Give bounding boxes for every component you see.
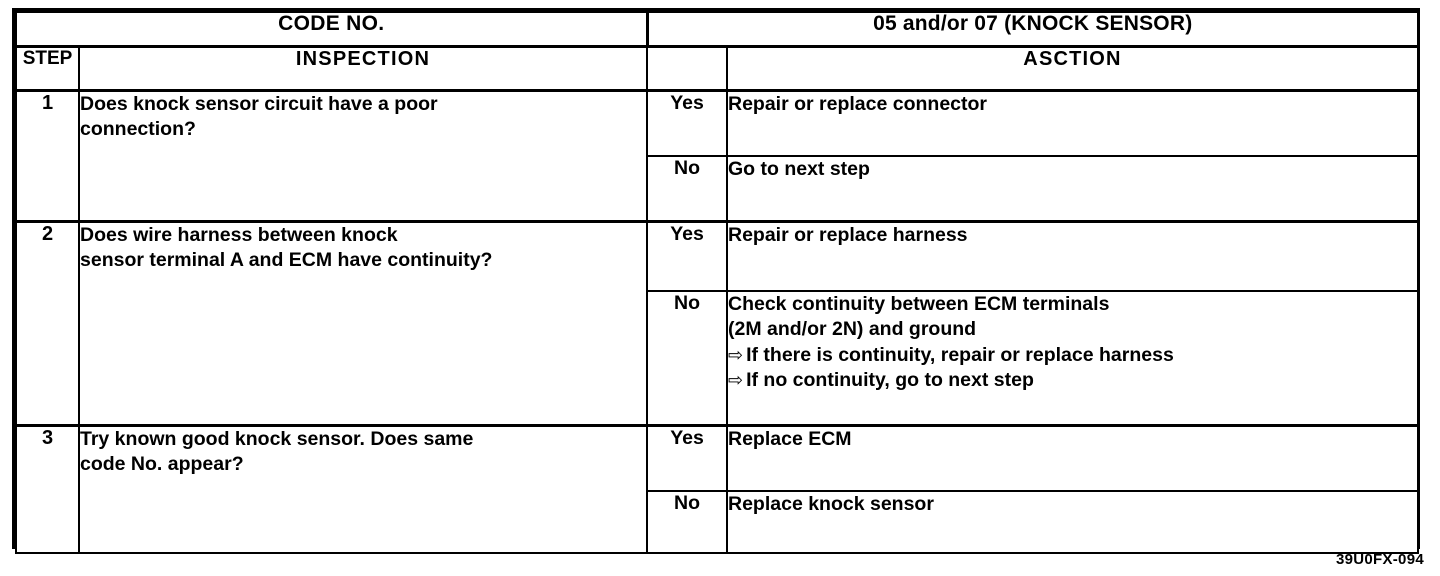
action-line: Replace knock sensor: [728, 493, 934, 515]
header-inspection: INSPECTION: [78, 45, 648, 92]
action-line: Replace ECM: [728, 427, 852, 450]
code-no-value-cell: 05 and/or 07 (KNOCK SENSOR): [645, 11, 1420, 48]
inspection-line: sensor terminal A and ECM have continuit…: [80, 248, 493, 271]
action-cell: Repair or replace harness: [725, 219, 1420, 292]
header-answer: [646, 45, 728, 92]
answer-cell-yes: Yes: [646, 423, 728, 492]
action-line: (2M and/or 2N) and ground: [728, 318, 977, 341]
inspection-line: Try known good knock sensor. Does same: [80, 427, 474, 450]
right-arrow-icon: ⇨: [728, 344, 744, 366]
action-line: Repair or replace connector: [728, 92, 988, 115]
table-row: 3 Try known good knock sensor. Does same…: [15, 423, 1420, 554]
table-row: No Go to next step: [16, 155, 1420, 222]
action-cell: Go to next step: [725, 155, 1420, 222]
code-no-label: CODE NO.: [278, 12, 385, 35]
right-arrow-icon: ⇨: [728, 370, 744, 392]
inspection-cell: Does wire harness between knock sensor t…: [78, 219, 648, 426]
code-no-label-cell: CODE NO.: [15, 11, 649, 48]
table-row: No Check continuity between ECM terminal…: [16, 290, 1420, 426]
table-row: No Replace knock sensor: [16, 490, 1420, 554]
step-number-cell: 3: [15, 423, 80, 554]
table-row: 2 Does wire harness between knock sensor…: [15, 219, 1420, 426]
diagnostic-code-table: CODE NO. 05 and/or 07 (KNOCK SENSOR) STE…: [15, 11, 1420, 554]
action-cell: Check continuity between ECM terminals (…: [725, 290, 1420, 426]
answer-cell-no: No: [646, 155, 728, 222]
answer-cell-yes: Yes: [646, 219, 728, 292]
action-line-arrow: ⇨If no continuity, go to next step: [728, 368, 1417, 393]
action-cell: Replace ECM: [725, 423, 1420, 492]
step-number-cell: 2: [15, 219, 80, 426]
action-line-arrow: ⇨If there is continuity, repair or repla…: [728, 343, 1417, 368]
answer-cell-no: No: [646, 290, 728, 426]
action-cell: Repair or replace connector: [725, 88, 1420, 157]
inspection-cell: Try known good knock sensor. Does same c…: [78, 423, 648, 554]
header-action: ASCTION: [725, 45, 1420, 92]
answer-cell-yes: Yes: [646, 88, 728, 157]
action-line: Repair or replace harness: [728, 223, 968, 246]
action-line-text: If there is continuity, repair or replac…: [746, 343, 1174, 366]
column-header-row: STEP INSPECTION ASCTION: [15, 45, 1420, 92]
figure-code: 39U0FX-094: [1335, 551, 1424, 568]
header-step: STEP: [15, 45, 80, 92]
inspection-line: Does wire harness between knock: [80, 223, 398, 246]
action-line-text: If no continuity, go to next step: [746, 369, 1034, 392]
action-line: Go to next step: [728, 158, 870, 180]
inspection-line: connection?: [80, 117, 196, 140]
table-row: 1 Does knock sensor circuit have a poor …: [15, 88, 1420, 222]
inspection-cell: Does knock sensor circuit have a poor co…: [78, 88, 648, 222]
action-line: Check continuity between ECM terminals: [728, 293, 1110, 315]
answer-cell-no: No: [646, 490, 728, 554]
diagnostic-table-frame: CODE NO. 05 and/or 07 (KNOCK SENSOR) STE…: [12, 8, 1420, 554]
action-cell: Replace knock sensor: [725, 490, 1420, 554]
code-no-row: CODE NO. 05 and/or 07 (KNOCK SENSOR): [15, 11, 1420, 48]
step-number-cell: 1: [15, 88, 80, 222]
inspection-line: Does knock sensor circuit have a poor: [80, 92, 438, 115]
code-no-value: 05 and/or 07 (KNOCK SENSOR): [873, 12, 1193, 35]
inspection-line: code No. appear?: [80, 452, 244, 475]
